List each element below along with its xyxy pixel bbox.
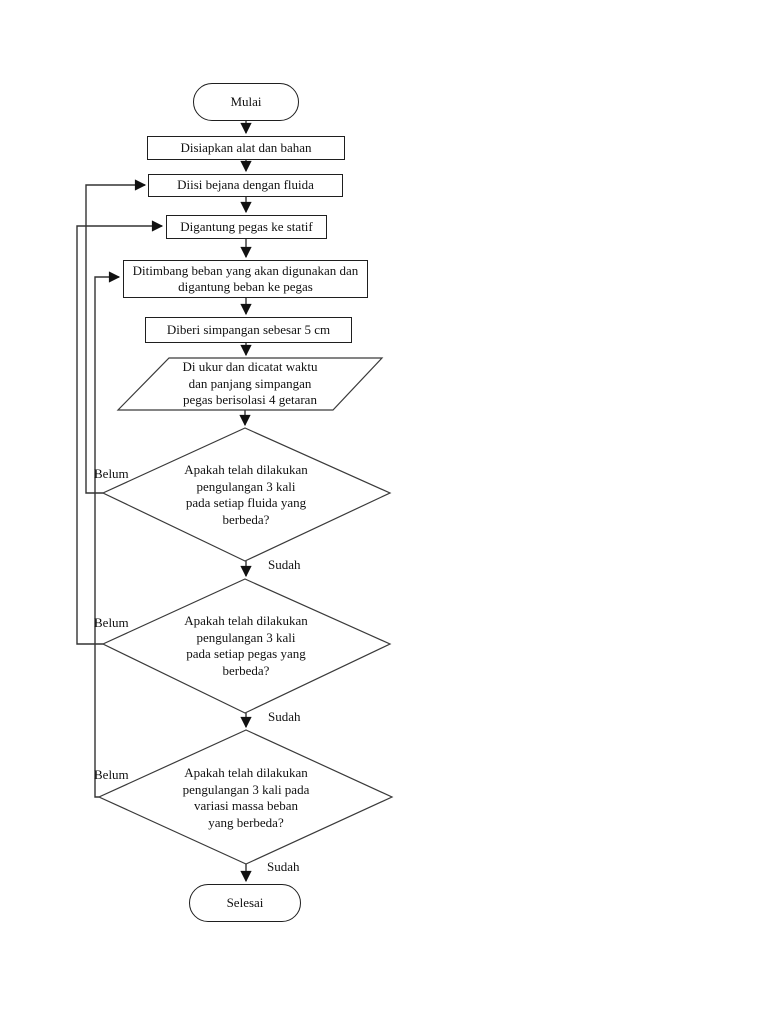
edge-belum-check-spring-to-hang [76, 220, 164, 645]
edge-label-sudah-check-spring: Sudah [268, 709, 301, 724]
flow-node-check-mass-label: Apakah telah dilakukan pengulangan 3 kal… [182, 765, 310, 830]
flow-node-hang-spring-label: Digantung pegas ke statif [180, 218, 313, 234]
flow-node-start: Mulai [193, 83, 299, 121]
flow-node-check-spring-label: Apakah telah dilakukan pengulangan 3 kal… [184, 613, 308, 678]
flow-node-start-label: Mulai [230, 93, 262, 109]
flow-node-end-label: Selesai [226, 894, 264, 910]
flow-node-displacement-label: Diberi simpangan sebesar 5 cm [166, 321, 331, 337]
flow-node-measure-label: Di ukur dan dicatat waktu dan panjang si… [182, 359, 318, 408]
decision-shape-check-spring [101, 578, 392, 714]
flow-node-check-fluid-label: Apakah telah dilakukan pengulangan 3 kal… [184, 462, 308, 527]
flow-node-end: Selesai [189, 884, 301, 922]
edge-label-sudah-check-fluid: Sudah [268, 557, 301, 572]
edge-label-belum-check-spring: Belum [94, 615, 129, 630]
input-output-shape-measure [116, 357, 384, 411]
edge-label-belum-check-fluid: Belum [94, 466, 129, 481]
flow-node-prepare-tools: Disiapkan alat dan bahan [147, 136, 345, 160]
flow-node-weigh-load-label: Ditimbang beban yang akan digunakan dan … [132, 262, 359, 294]
decision-shape-check-fluid [101, 427, 392, 562]
flow-node-fill-vessel: Diisi bejana dengan fluida [148, 174, 343, 197]
edge-label-sudah-check-mass: Sudah [267, 859, 300, 874]
flow-node-weigh-load: Ditimbang beban yang akan digunakan dan … [123, 260, 368, 298]
edge-label-belum-check-mass: Belum [94, 767, 129, 782]
flow-node-prepare-tools-label: Disiapkan alat dan bahan [180, 139, 312, 155]
flow-node-hang-spring: Digantung pegas ke statif [166, 215, 327, 239]
flow-node-displacement: Diberi simpangan sebesar 5 cm [145, 317, 352, 343]
edge-belum-check-mass-to-weigh [94, 271, 121, 798]
flow-node-fill-vessel-label: Diisi bejana dengan fluida [177, 177, 314, 193]
decision-shape-check-mass [97, 729, 394, 865]
